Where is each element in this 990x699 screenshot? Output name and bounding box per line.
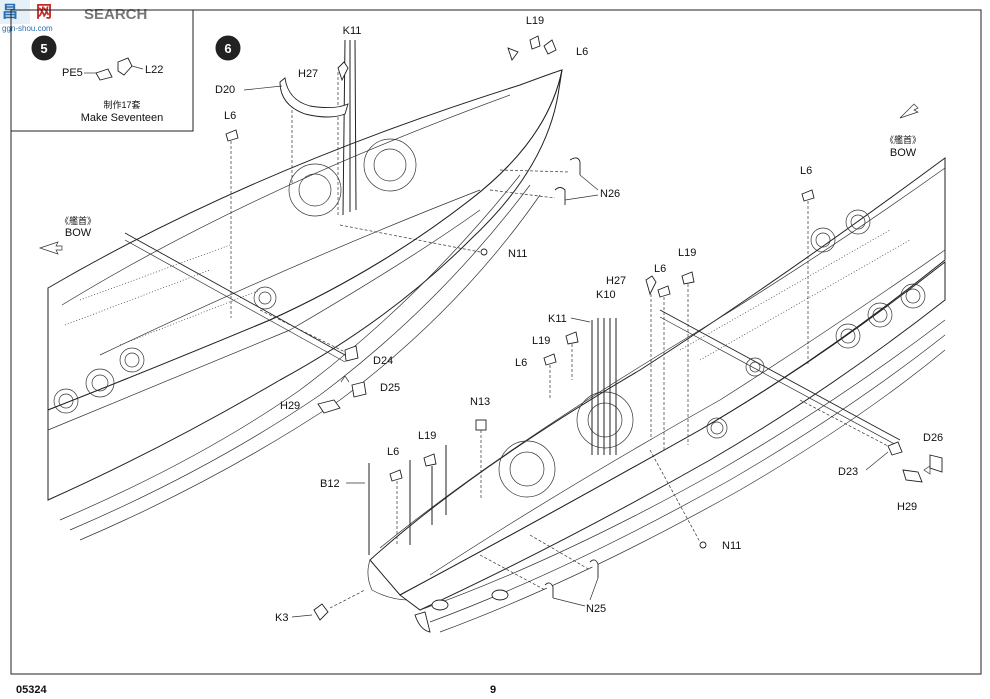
step5-label-l22: L22 [145, 64, 163, 76]
label-n25: N25 [586, 603, 606, 615]
sohu-logo-icon-2: 网 [36, 3, 52, 21]
label-l6-lower-2: L6 [515, 357, 527, 369]
step5-label-pe5: PE5 [62, 67, 83, 79]
label-d26: D26 [923, 432, 943, 444]
label-l6-upper-right: L6 [576, 46, 588, 58]
upper-hull [47, 69, 563, 541]
svg-text:《艦首》: 《艦首》 [60, 215, 96, 226]
label-k3: K3 [275, 612, 288, 624]
label-k11-upper: K11 [343, 25, 362, 37]
product-code: 05324 [16, 684, 47, 696]
svg-text:BOW: BOW [890, 147, 917, 159]
upper-callouts: K11 L19 L6 H27 D20 L6 N26 N11 D24 D25 [215, 15, 620, 414]
label-d23: D23 [838, 466, 858, 478]
svg-text:《艦首》: 《艦首》 [885, 134, 921, 145]
label-b12: B12 [320, 478, 340, 490]
watermark-text: SEARCH [84, 6, 147, 23]
label-h27-lower: H27 [606, 275, 626, 287]
watermark: 昌 网 SEARCH ggn-shou.com [0, 0, 147, 33]
bow-right: 《艦首》 BOW [885, 103, 921, 159]
label-l6-upper-left: L6 [224, 110, 236, 122]
label-l19-lower-2: L19 [532, 335, 550, 347]
label-l6-lower-right: L6 [800, 165, 812, 177]
page-frame [10, 9, 982, 675]
label-n11-lower: N11 [722, 540, 741, 552]
label-n26: N26 [600, 188, 620, 200]
label-l6-lower-3: L6 [387, 446, 399, 458]
step5-panel: 5 PE5 L22 制作17套 Make Seventeen [10, 9, 194, 132]
bow-left: 《艦首》 BOW [38, 215, 96, 255]
label-n13: N13 [470, 396, 490, 408]
step6-number: 6 [224, 41, 231, 56]
step5-number: 5 [40, 41, 47, 56]
watermark-url: ggn-shou.com [2, 24, 53, 33]
label-n11-upper: N11 [508, 248, 527, 260]
label-l19-lower-3: L19 [418, 430, 436, 442]
step5-note-cn: 制作17套 [103, 99, 140, 110]
step5-badge [31, 35, 57, 61]
bow-arrow-left-icon [38, 241, 63, 255]
label-k10: K10 [596, 289, 616, 301]
page-number: 9 [490, 684, 496, 696]
label-d24: D24 [373, 355, 393, 367]
pe5-part-icon [95, 68, 113, 81]
label-l19-lower-1: L19 [678, 247, 696, 259]
label-d20: D20 [215, 84, 235, 96]
lower-hull [367, 157, 946, 633]
lower-callouts: L6 L19 H27 L6 K10 K11 L19 L6 N13 L19 [275, 165, 943, 624]
label-h27-upper: H27 [298, 68, 318, 80]
sohu-logo-icon: 昌 [2, 3, 18, 21]
bow-arrow-right-icon [899, 103, 919, 119]
label-l6-lower-1: L6 [654, 263, 666, 275]
svg-text:BOW: BOW [65, 227, 92, 239]
label-k11-lower: K11 [548, 313, 567, 325]
label-h29-upper: H29 [280, 400, 300, 412]
step6-badge [215, 35, 241, 61]
label-l19-upper: L19 [526, 15, 544, 27]
step5-note-en: Make Seventeen [81, 112, 164, 124]
d20-part [279, 77, 349, 118]
l22-part-icon [117, 57, 133, 76]
label-d25: D25 [380, 382, 400, 394]
label-h29-lower: H29 [897, 501, 917, 513]
